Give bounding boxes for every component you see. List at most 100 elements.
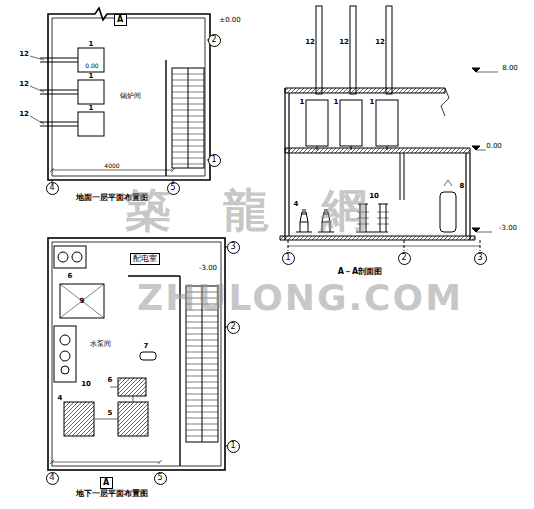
axis-number: 3 [477,254,482,262]
level-mark: 8.00 [502,65,518,72]
axis-number: 5 [170,184,175,192]
box-text: A [103,479,109,487]
stair-tread [172,92,204,93]
axis-number: 2 [401,254,406,262]
box-text: 配电室 [133,255,157,263]
axis-number: 2 [230,323,235,331]
level-mark: -3.00 [199,265,217,272]
stair-tread [186,328,218,329]
stair-tread [172,158,204,159]
section-mark: A [100,477,113,489]
axis-bubble: 4 [46,182,59,195]
stair-tread [186,424,218,425]
axis-number: 4 [49,474,54,482]
level-mark: -3.00 [499,225,517,232]
stair-tread [186,394,218,395]
callout-number: 1 [89,105,94,112]
stair-tread [172,98,204,99]
room-name: 水泵间 [90,341,111,348]
axis-bubble: 3 [227,241,240,254]
stair-tread [186,400,218,401]
callout-number: 9 [80,298,85,305]
callout-number: 1 [89,41,94,48]
stair-tread [186,412,218,413]
stair-tread [172,110,204,111]
stair-tread [186,364,218,365]
level-mark: ±0.00 [219,17,240,24]
stair-tread [172,128,204,129]
axis-number: 1 [211,156,216,164]
axis-bubble: 2 [398,252,411,265]
box-text: A [117,16,123,24]
stair-tread [186,370,218,371]
axis-number: 1 [285,254,290,262]
view-title: 地下一层平面布置图 [76,490,148,498]
stair-tread [172,164,204,165]
stair-tread [186,358,218,359]
axis-number: 3 [230,243,235,251]
axis-bubble: 1 [227,440,240,453]
callout-number: 1 [300,99,305,106]
stair-tread [186,322,218,323]
axis-bubble: 5 [167,182,180,195]
stair-tread [172,134,204,135]
stair-tread [186,388,218,389]
stair-tread [172,74,204,75]
level-mark: 0.00 [486,143,502,150]
axis-bubble: 4 [46,472,59,485]
axis-number: 4 [49,184,54,192]
watermark: ZHULONG.COM [137,280,463,316]
axis-bubble: 5 [154,472,167,485]
stair-tread [186,352,218,353]
stair-tread [186,418,218,419]
callout-number: 12 [19,51,29,58]
callout-number: 6 [68,273,73,280]
stair-tread [172,86,204,87]
axis-bubble: 2 [208,34,221,47]
callout-number: 10 [81,381,91,388]
callout-number: 12 [19,111,29,118]
axis-bubble: 2 [227,321,240,334]
axis-bubble: 3 [474,252,487,265]
section-mark: A [114,14,127,26]
stair-tread [186,346,218,347]
callout-number: 12 [19,81,29,88]
stair-tread [186,340,218,341]
callout-number: 6 [108,377,113,384]
level-mark: 0.00 [85,63,98,69]
axis-bubble: 1 [282,252,295,265]
callout-number: 12 [375,39,385,46]
watermark: 築 龍 網 [125,187,385,233]
stair-tread [186,406,218,407]
callout-number: 7 [144,343,149,350]
callout-number: 1 [334,99,339,106]
axis-number: 1 [230,442,235,450]
stair-tread [172,152,204,153]
stair-tread [186,334,218,335]
stair-tread [186,430,218,431]
callout-number: 1 [370,99,375,106]
stair-tread [186,376,218,377]
stair-tread [172,116,204,117]
stair-tread [172,140,204,141]
stair-tread [172,80,204,81]
drawing-title: A－A剖面图 [338,268,382,276]
axis-number: 2 [211,36,216,44]
stair-tread [186,436,218,437]
callout-number: 5 [108,410,113,417]
callout-number: 8 [460,183,465,190]
callout-number: 12 [305,39,315,46]
callout-number: 1 [89,73,94,80]
stair-tread [186,382,218,383]
stair-tread [172,122,204,123]
room-box: 配电室 [130,253,160,265]
axis-bubble: 1 [208,154,221,167]
stair-tread [172,104,204,105]
callout-number: 12 [339,39,349,46]
stair-tread [172,146,204,147]
callout-number: 4 [58,395,63,402]
axis-number: 5 [157,474,162,482]
room-name: 锅炉间 [120,93,141,100]
dimension: 4000 [104,163,119,169]
